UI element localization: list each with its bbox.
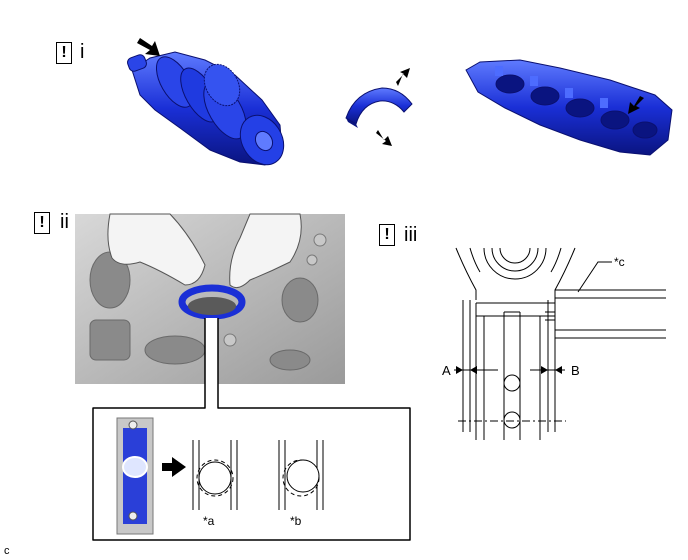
step-label-i: i [80, 41, 85, 63]
figure-code: c [4, 545, 10, 557]
step-label-ii: ii [60, 211, 69, 233]
label-c: *c [614, 255, 625, 269]
caution-callout-1: ! [56, 42, 72, 64]
dimension-label-A: A [442, 363, 451, 378]
caution-callout-3: ! [379, 224, 395, 246]
caution-callout-2: ! [34, 212, 50, 234]
step-label-iii: iii [404, 224, 418, 246]
label-b: *b [290, 514, 302, 528]
dimension-label-B: B [571, 363, 580, 378]
label-a: *a [203, 514, 215, 528]
